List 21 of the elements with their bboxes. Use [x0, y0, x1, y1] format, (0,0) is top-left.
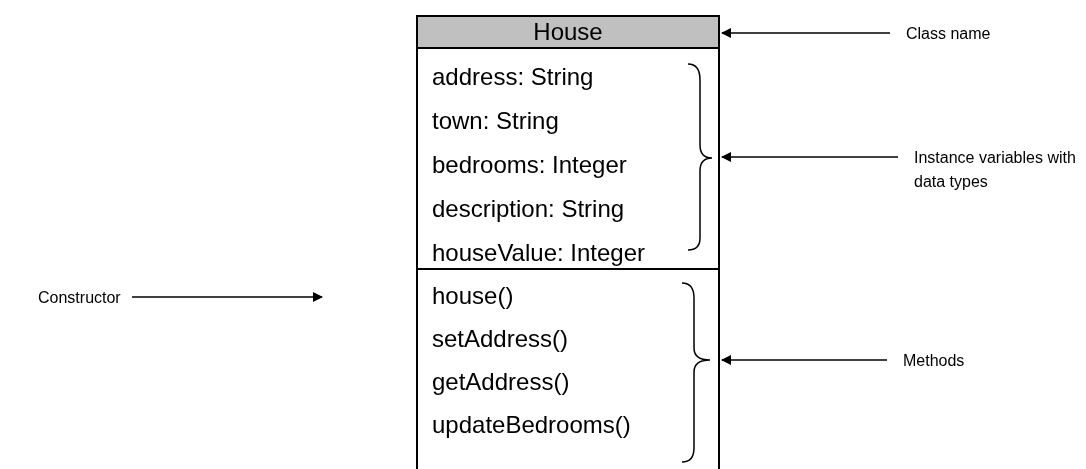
arrow	[721, 28, 891, 38]
method-text: getAddress()	[432, 367, 571, 397]
method-text: setAddress()	[432, 324, 570, 354]
class-name-header	[416, 15, 720, 49]
attribute-text: bedrooms: Integer	[432, 150, 628, 180]
attribute-text: description: String	[432, 194, 626, 224]
arrow	[131, 292, 323, 302]
annotation-label: Constructor	[38, 286, 128, 308]
method-text: updateBedrooms()	[432, 410, 632, 440]
arrow	[721, 152, 899, 162]
annotation-label: Class name	[906, 22, 1006, 44]
arrow	[721, 355, 888, 365]
class-name-text: House	[533, 20, 603, 44]
attributes-section	[416, 49, 720, 270]
annotation-label: Methods	[903, 349, 983, 371]
method-text: house()	[432, 281, 515, 311]
attribute-text: houseValue: Integer	[432, 238, 647, 268]
attribute-text: address: String	[432, 62, 595, 92]
annotation-label: Instance variables with data types	[914, 146, 1086, 196]
methods-section	[416, 270, 720, 469]
attribute-text: town: String	[432, 106, 560, 136]
